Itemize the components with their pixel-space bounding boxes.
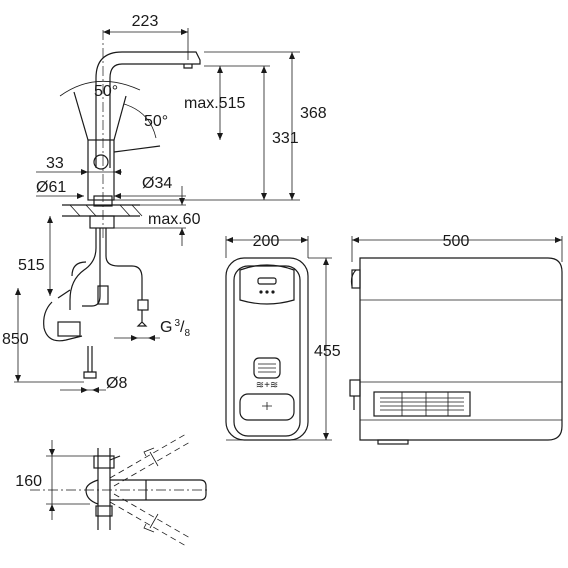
dim-boiler-depth: 200: [253, 233, 280, 250]
dim-spout-reach: 223: [132, 13, 159, 30]
dim-swivel-angle-a: 50°: [94, 83, 118, 100]
dim-hole-diameter: Ø34: [142, 175, 172, 192]
thread-slash: /: [180, 319, 185, 336]
dim-hose-length-850: 850: [2, 331, 29, 348]
dim-boiler-width: 500: [443, 233, 470, 250]
boiler-side-dimensions: [351, 236, 563, 262]
svg-text:≋+≋: ≋+≋: [256, 380, 279, 391]
dim-swivel-angle-b: 50°: [144, 113, 168, 130]
dim-total-height: 368: [300, 105, 327, 122]
dim-lever-width: 33: [46, 155, 64, 172]
dim-base-diameter: Ø61: [36, 179, 66, 196]
faucet-dimension-lines: [14, 28, 300, 393]
dim-boiler-height: 455: [314, 343, 341, 360]
dim-max-deck-thickness: max.60: [148, 211, 201, 228]
dim-hose-length-515: 515: [18, 257, 45, 274]
thread-numerator: 3: [174, 318, 180, 329]
boiler-front-dimensions: [225, 236, 332, 441]
thread-letter: G: [160, 319, 172, 336]
thread-denominator: 8: [184, 328, 190, 339]
boiler-front-view: ≋+≋: [225, 257, 309, 441]
lever-height-dimension: [46, 440, 94, 520]
dim-max-clearance: max.515: [184, 95, 245, 112]
dim-pipe-diameter: Ø8: [106, 375, 127, 392]
faucet-side-view: [30, 433, 210, 547]
boiler-side-view: [349, 257, 563, 445]
faucet-front-view: [43, 30, 201, 379]
dim-spout-height: 331: [272, 130, 299, 147]
dim-lever-height: 160: [15, 473, 42, 490]
